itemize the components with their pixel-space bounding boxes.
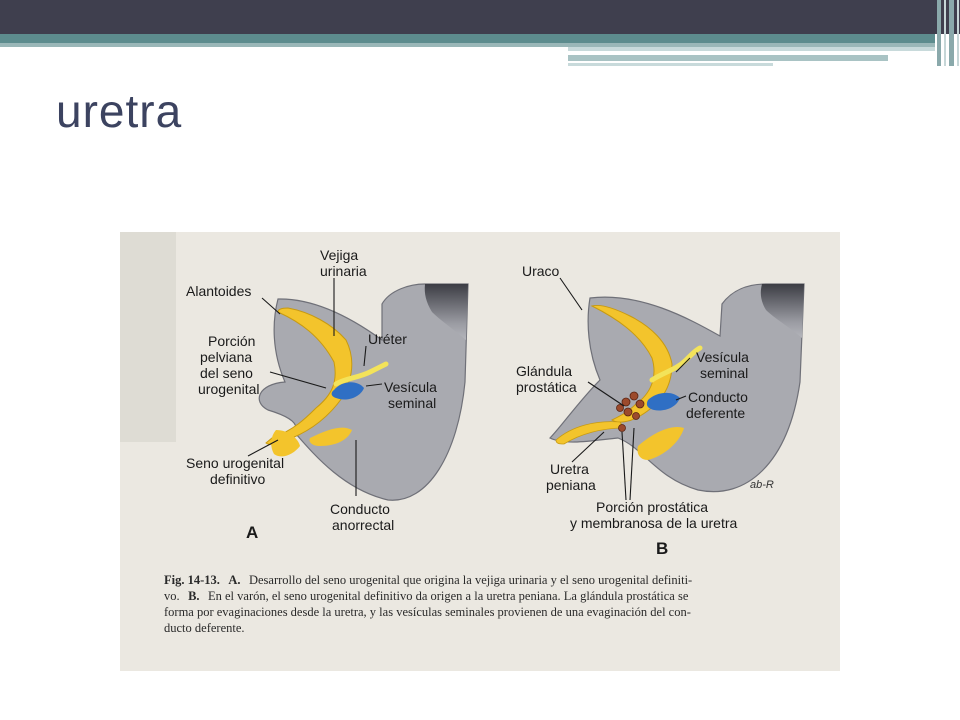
label-glandula-prostatica: prostática [516,379,577,395]
label-glandula-prostatica: Glándula [516,363,572,379]
uraco-yellow [590,305,673,423]
caption-line-1: Fig. 14-13. A. Desarrollo del seno uroge… [164,571,692,588]
decorative-rail [949,0,954,66]
caption-line-3: forma por evaginaciones desde la uretra,… [164,605,691,619]
label-conducto-anorrectal: Conducto [330,501,390,517]
label-vejiga: Vejiga [320,247,358,263]
panel-b-drawing: Uraco Vesícula seminal Glándula prostáti… [516,263,805,558]
uretra-peniana-yellow [555,421,625,445]
caption-line-4: ducto deferente. [164,621,245,635]
label-uretra-peniana: Uretra [550,461,589,477]
prostate-buds [616,391,645,432]
label-porcion-prostatica: y membranosa de la uretra [570,515,738,531]
label-porcion-pelviana: pelviana [200,349,252,365]
label-alantoides: Alantoides [186,283,251,299]
label-porcion-pelviana: Porción [208,333,255,349]
artist-signature: ab-R [750,479,774,491]
decorative-bar [568,47,935,51]
label-porcion-prostatica: Porción prostática [596,499,708,515]
panel-a-drawing: Vejiga urinaria Alantoides Porción pelvi… [186,247,469,542]
conducto-yellow [309,427,352,446]
label-vejiga: urinaria [320,263,367,279]
scan-shadow [120,232,176,442]
panel-a-letter: A [246,523,258,542]
decorative-rail [937,0,941,66]
label-conducto-anorrectal: anorrectal [332,517,394,533]
ureter-yellow [333,361,389,387]
label-porcion-pelviana: del seno [200,365,253,381]
label-conducto-deferente: Conducto [688,389,748,405]
label-vesicula: seminal [388,395,436,411]
panel-a-tissue [258,283,469,501]
decorative-bar [568,63,773,66]
panel-b-tissue [548,283,805,493]
decorative-rail [957,0,959,66]
label-uraco: Uraco [522,263,560,279]
figure-image: Vejiga urinaria Alantoides Porción pelvi… [120,232,840,671]
conducto-b-yellow [637,426,684,460]
label-porcion-pelviana: urogenital [198,381,260,397]
label-seno-urogenital: definitivo [210,471,265,487]
label-vesicula: Vesícula [384,379,437,395]
label-seno-urogenital: Seno urogenital [186,455,284,471]
label-uretra-peniana: peniana [546,477,596,493]
caption-line-2: vo. B. En el varón, el seno urogenital d… [164,587,689,604]
panel-b-letter: B [656,539,668,558]
accent-stripe [0,34,935,43]
label-ureter: Uréter [368,331,407,347]
decorative-bar [568,55,888,61]
panel-b-cavity [760,284,804,338]
vesicle-blue [331,382,364,400]
ureter-b-yellow [649,345,703,383]
slide-title: uretra [56,85,183,137]
label-conducto-deferente: deferente [686,405,745,421]
label-vesicula-b: seminal [700,365,748,381]
anorectal-yellow [271,430,300,457]
label-vesicula-b: Vesícula [696,349,749,365]
accent-stripe-light [0,43,935,47]
figure-caption: Fig. 14-13. A. Desarrollo del seno uroge… [164,571,692,635]
decorative-rail [944,0,946,66]
vesicle-b-blue [646,392,680,411]
header-bar [0,0,960,34]
panel-a-cavity [424,284,468,340]
